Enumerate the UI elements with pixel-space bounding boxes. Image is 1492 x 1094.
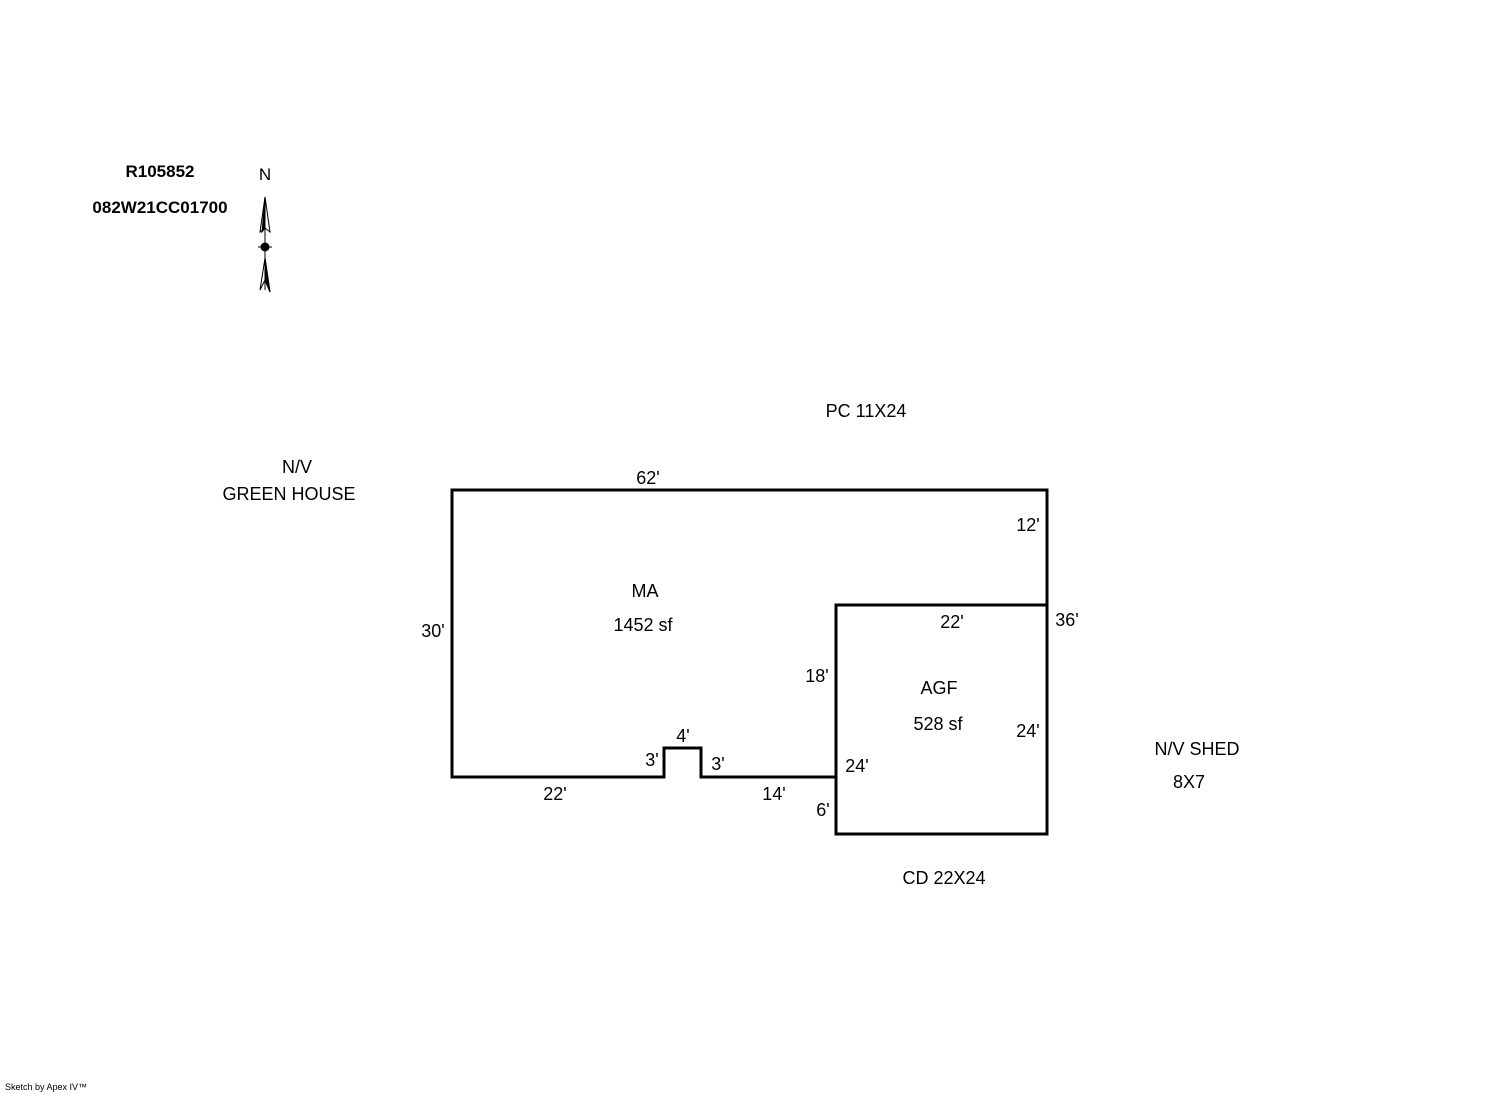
ma-outline <box>450 488 1049 779</box>
agf-outline <box>834 603 1049 836</box>
dim-agf-right: 24' <box>1016 721 1039 741</box>
note-green-house-line1: N/V <box>282 457 312 477</box>
dim-agf-left: 18' <box>805 666 828 686</box>
dim-notch-top: 4' <box>676 726 689 746</box>
dim-total-right: 36' <box>1055 610 1078 630</box>
ma-area: 1452 sf <box>613 615 673 635</box>
north-arrow-icon <box>258 196 272 293</box>
agf-area: 528 sf <box>913 714 963 734</box>
sketch-credit: Sketch by Apex IV™ <box>5 1082 87 1092</box>
ma-code: MA <box>632 581 659 601</box>
note-shed-line1: N/V SHED <box>1154 739 1239 759</box>
dim-notch-left: 3' <box>645 750 658 770</box>
parcel-number: 082W21CC01700 <box>92 198 227 217</box>
dim-ma-right-upper: 12' <box>1016 515 1039 535</box>
dim-agf-left-lower: 24' <box>845 756 868 776</box>
dim-ma-bottom-left: 22' <box>543 784 566 804</box>
note-green-house-line2: GREEN HOUSE <box>222 484 355 504</box>
note-pc: PC 11X24 <box>826 401 907 421</box>
note-shed-line2: 8X7 <box>1173 772 1205 792</box>
dim-ma-top: 62' <box>636 468 659 488</box>
account-number: R105852 <box>125 162 194 181</box>
dim-ma-left: 30' <box>421 621 444 641</box>
dim-ma-bottom-right: 14' <box>762 784 785 804</box>
dim-notch-right: 3' <box>711 754 724 774</box>
agf-code: AGF <box>920 678 957 698</box>
north-label: N <box>259 165 271 184</box>
note-cd: CD 22X24 <box>902 868 985 888</box>
dim-agf-bottom-left: 6' <box>816 800 829 820</box>
dim-agf-top: 22' <box>940 612 963 632</box>
